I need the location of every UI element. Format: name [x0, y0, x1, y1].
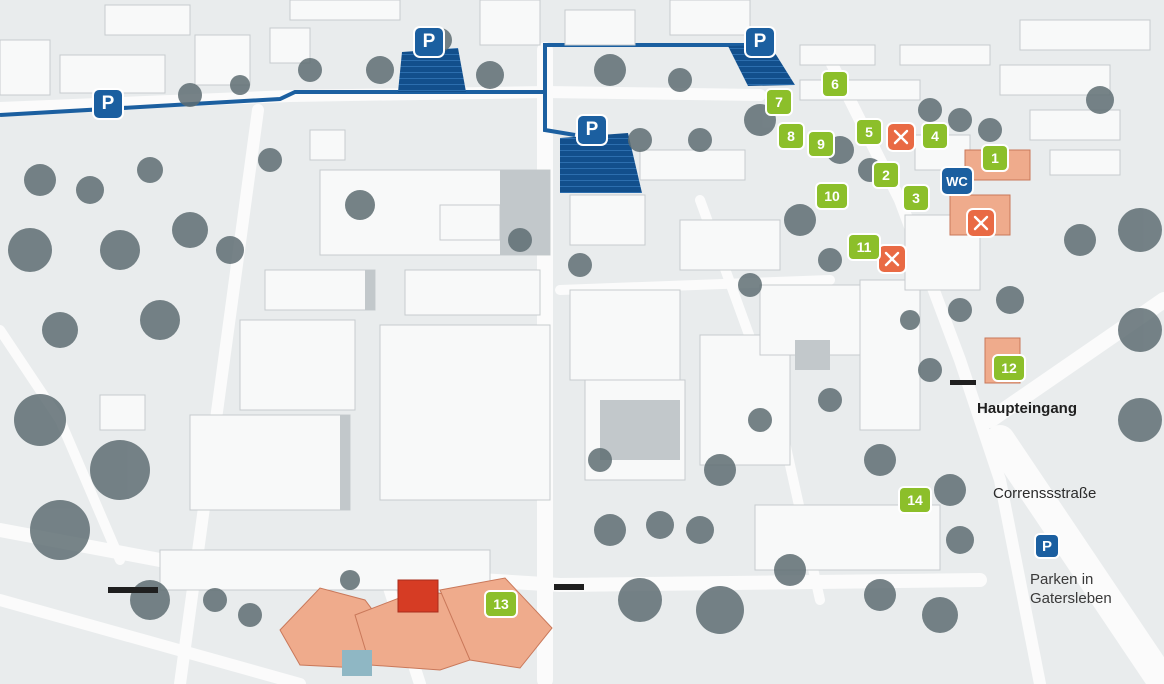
location-marker-14[interactable]: 14 [900, 488, 930, 512]
parking-marker[interactable]: P [746, 28, 774, 56]
rotunda [342, 650, 372, 676]
parking-lot [728, 45, 795, 86]
location-marker-9[interactable]: 9 [809, 132, 833, 156]
legend-parking-text: Parken in Gatersleben [1030, 571, 1112, 607]
location-marker-2[interactable]: 2 [874, 163, 898, 187]
location-marker-8[interactable]: 8 [779, 124, 803, 148]
fork-knife-icon [884, 251, 900, 267]
location-marker-4[interactable]: 4 [923, 124, 947, 148]
wc-marker[interactable]: WC [942, 168, 972, 194]
location-marker-7[interactable]: 7 [767, 90, 791, 114]
parking-marker[interactable]: P [94, 90, 122, 118]
parking-lot [398, 48, 466, 92]
restaurant-icon[interactable] [888, 124, 914, 150]
location-marker-6[interactable]: 6 [823, 72, 847, 96]
parking-lot [560, 133, 642, 193]
main-entrance-label: Haupteingang [977, 400, 1077, 417]
location-marker-13[interactable]: 13 [486, 592, 516, 616]
location-marker-10[interactable]: 10 [817, 184, 847, 208]
gates [108, 380, 976, 593]
street-label: Correnssstraße [993, 485, 1097, 502]
fork-knife-icon [973, 215, 989, 231]
parking-marker[interactable]: P [578, 116, 606, 144]
restaurant-icon[interactable] [968, 210, 994, 236]
parking-marker[interactable]: P [415, 28, 443, 56]
location-marker-1[interactable]: 1 [983, 146, 1007, 170]
legend-parking-icon: P [1036, 535, 1058, 557]
fork-knife-icon [893, 129, 909, 145]
location-marker-5[interactable]: 5 [857, 120, 881, 144]
location-marker-12[interactable]: 12 [994, 356, 1024, 380]
location-marker-3[interactable]: 3 [904, 186, 928, 210]
restaurant-icon[interactable] [879, 246, 905, 272]
location-marker-11[interactable]: 11 [849, 235, 879, 259]
